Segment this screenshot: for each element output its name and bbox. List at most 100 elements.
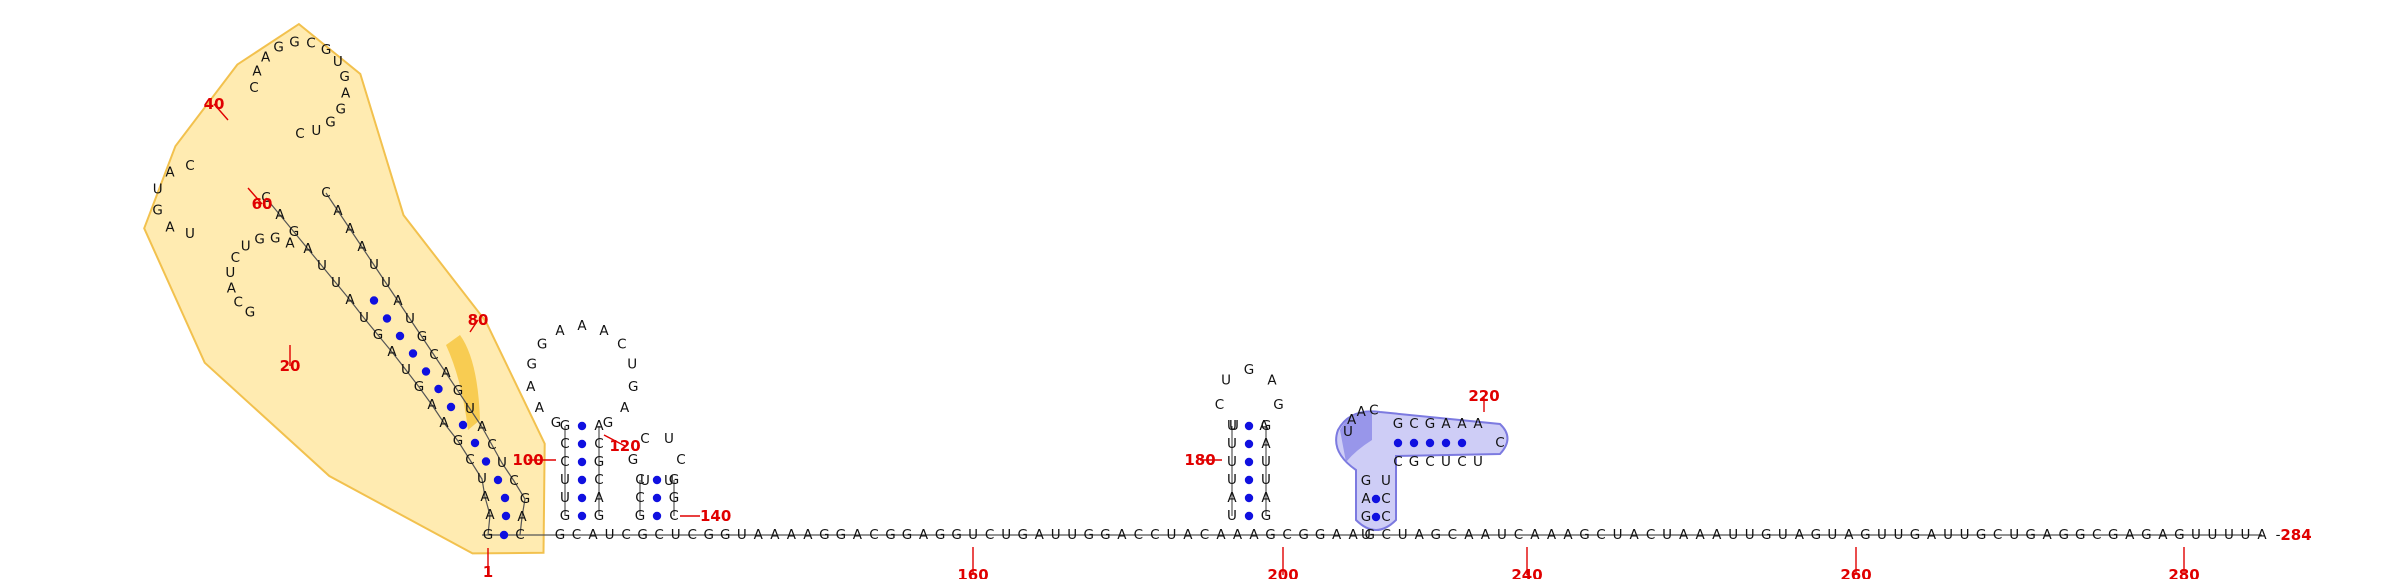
base-pair-dot <box>1457 438 1467 448</box>
exterior-nucleotide: U <box>2224 527 2234 543</box>
exterior-nucleotide: U <box>2191 527 2201 543</box>
exterior-nucleotide: A <box>1547 527 1557 543</box>
base-pair-dot <box>382 314 392 323</box>
position-number: 40 <box>204 95 225 113</box>
base-pair-dot <box>1409 438 1419 448</box>
position-tick <box>247 187 263 205</box>
exterior-nucleotide: A <box>919 527 929 543</box>
hairpin-3-loop-nucleotide: A <box>1267 373 1277 389</box>
position-number: 260 <box>1840 566 1871 579</box>
base-pair-dot <box>1244 421 1254 431</box>
exterior-nucleotide: G <box>2174 527 2184 543</box>
exterior-nucleotide: G <box>951 527 961 543</box>
exterior-nucleotide: C <box>1646 527 1655 543</box>
position-tick <box>603 434 626 447</box>
exterior-nucleotide: U <box>1662 527 1672 543</box>
hairpin-1-stem-nucleotide: U <box>560 472 570 488</box>
yellow-nucleotide: G <box>483 527 493 543</box>
base-pair-dot <box>1244 511 1254 521</box>
exterior-nucleotide: U <box>1166 527 1176 543</box>
exterior-nucleotide: G <box>935 527 945 543</box>
exterior-nucleotide: C <box>572 527 581 543</box>
exterior-nucleotide: A <box>1117 527 1127 543</box>
yellow-nucleotide: A <box>275 207 285 223</box>
blue-loop-nucleotide: A <box>1347 412 1357 428</box>
base-pair-dot <box>1425 438 1435 448</box>
yellow-nucleotide: G <box>453 383 463 399</box>
exterior-nucleotide: C <box>1993 527 2002 543</box>
yellow-nucleotide: A <box>333 203 343 219</box>
yellow-nucleotide: C <box>429 347 438 363</box>
blue-stem-nucleotide: C <box>1409 416 1418 432</box>
yellow-apical-nucleotide: A <box>341 86 351 102</box>
hairpin-1-loop-nucleotide: A <box>535 400 545 416</box>
exterior-nucleotide: G <box>720 527 730 543</box>
hairpin-1-loop-nucleotide: A <box>577 318 587 334</box>
yellow-apical-nucleotide: A <box>252 64 262 80</box>
blue-loop-nucleotide: A <box>1357 404 1367 420</box>
yellow-apical-nucleotide: G <box>335 101 345 117</box>
exterior-nucleotide: A <box>1696 527 1706 543</box>
yellow-nucleotide: U <box>331 275 341 291</box>
yellow-apical-nucleotide: G <box>273 39 283 55</box>
exterior-nucleotide: A <box>1563 527 1573 543</box>
base-pair-dot <box>408 349 418 358</box>
base-pair-dot <box>577 457 587 467</box>
yellow-nucleotide: A <box>303 241 313 257</box>
blue-stem-nucleotide: U <box>1361 527 1371 543</box>
exterior-nucleotide: G <box>1298 527 1308 543</box>
hairpin-1-loop-nucleotide: G <box>551 415 561 431</box>
exterior-nucleotide: U <box>1827 527 1837 543</box>
blue-stem-nucleotide: U <box>1441 454 1451 470</box>
yellow-nucleotide: G <box>453 433 463 449</box>
blue-stem-nucleotide: G <box>1409 454 1419 470</box>
exterior-nucleotide: G <box>1976 527 1986 543</box>
tail-end-dash: - <box>2276 527 2281 543</box>
hairpin-2-loop-nucleotide: U <box>664 431 674 447</box>
exterior-nucleotide: G <box>2075 527 2085 543</box>
exterior-nucleotide: G <box>1811 527 1821 543</box>
position-number: 60 <box>252 195 273 213</box>
exterior-nucleotide: A <box>1183 527 1193 543</box>
yellow-apical-nucleotide: G <box>339 69 349 85</box>
exterior-nucleotide: G <box>555 527 565 543</box>
hairpin-1-stem-nucleotide: G <box>594 454 604 470</box>
exterior-nucleotide: A <box>2257 527 2267 543</box>
position-tick <box>469 319 479 333</box>
yellow-nucleotide: A <box>357 239 367 255</box>
position-number: 120 <box>609 437 640 455</box>
exterior-nucleotide: C <box>2092 527 2101 543</box>
hairpin-3-stem-nucleotide: A <box>1227 490 1237 506</box>
base-pair-dot <box>1244 493 1254 503</box>
yellow-nucleotide: U <box>497 455 507 471</box>
exterior-nucleotide: U <box>1398 527 1408 543</box>
yellow-right-backbone <box>325 192 526 536</box>
yellow-nucleotide: A <box>480 489 490 505</box>
exterior-nucleotide: G <box>2025 527 2035 543</box>
exterior-nucleotide: G <box>819 527 829 543</box>
exterior-nucleotide: C <box>1448 527 1457 543</box>
base-pair-dot <box>369 296 379 305</box>
exterior-nucleotide: G <box>637 527 647 543</box>
yellow-nucleotide: U <box>369 257 379 273</box>
yellow-highlight-strong <box>446 335 480 430</box>
base-pair-dot <box>1244 457 1254 467</box>
sequence-length-label: 284 <box>2280 526 2311 544</box>
exterior-nucleotide: G <box>1860 527 1870 543</box>
exterior-nucleotide: U <box>2207 527 2217 543</box>
exterior-nucleotide: A <box>1530 527 1540 543</box>
blue-stem-nucleotide: G <box>1425 416 1435 432</box>
position-number: 160 <box>957 566 988 579</box>
position-number: 180 <box>1184 451 1215 469</box>
exterior-nucleotide: G <box>902 527 912 543</box>
exterior-nucleotide: A <box>1679 527 1689 543</box>
base-pair-dot <box>481 457 491 466</box>
blue-stem-nucleotide: C <box>1425 454 1434 470</box>
hairpin-3-stem-nucleotide: U <box>1227 418 1237 434</box>
exterior-nucleotide: A <box>770 527 780 543</box>
yellow-nucleotide: G <box>520 491 530 507</box>
yellow-apical-nucleotide: C <box>249 80 258 96</box>
base-pair-dot <box>446 402 456 412</box>
